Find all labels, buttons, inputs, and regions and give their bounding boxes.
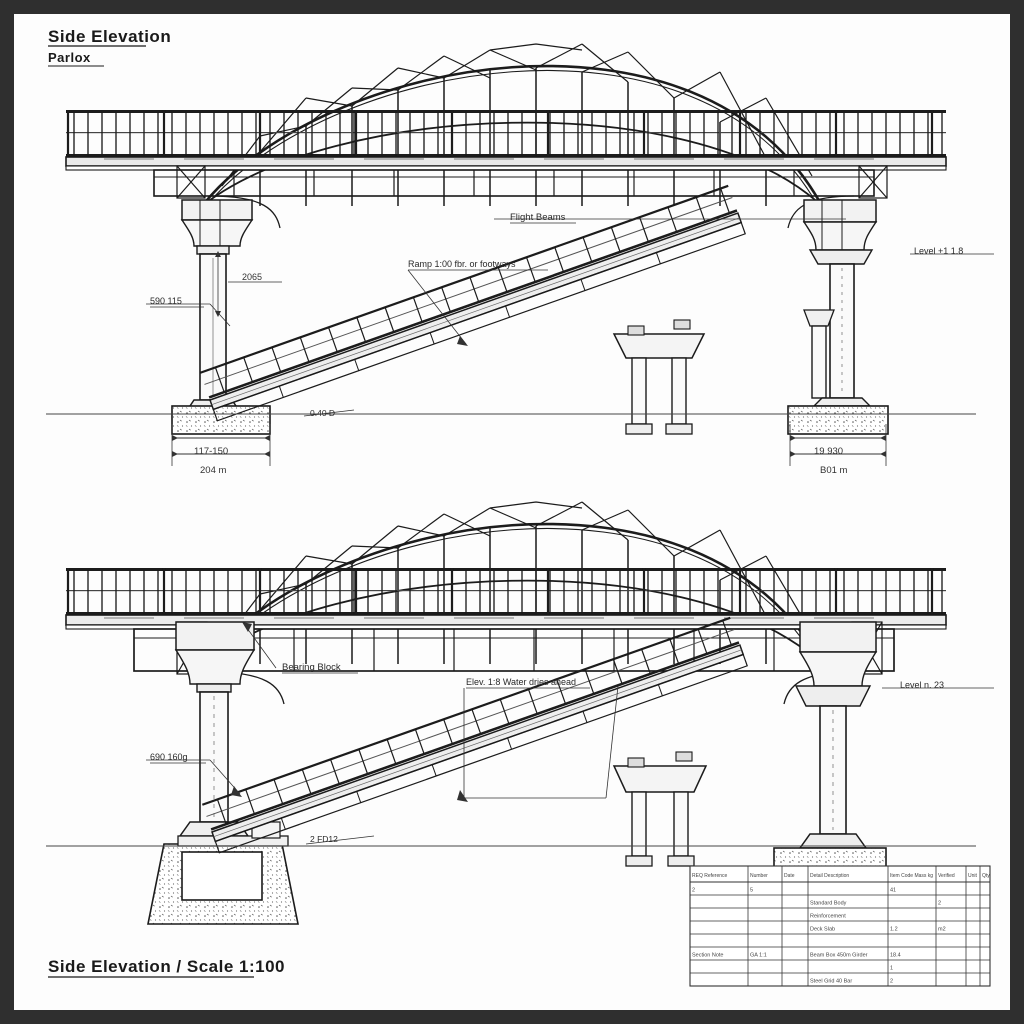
- title-block-header: Detail Description: [810, 873, 849, 879]
- lower-deck-railing: [64, 566, 948, 617]
- title-block-header: Unit: [968, 873, 978, 879]
- title-block-cell: Steel Grid 40 Bar: [810, 978, 852, 984]
- title-block-cell: 18.4: [890, 952, 901, 958]
- title-block-cell: 1.2: [890, 926, 898, 932]
- label-lower-right-level: Level n. 23: [900, 680, 944, 690]
- title-top: Side Elevation Parlox: [48, 27, 171, 67]
- label-upper-right-level: Level +1 1.8: [914, 246, 963, 256]
- label-bearing-block: Bearing Block: [282, 662, 341, 673]
- title-block-cell: Standard Body: [810, 900, 847, 906]
- upper-elevation: Flight Beams Ramp 1:00 fbr. or footways …: [46, 42, 994, 476]
- title-block-header: Date: [784, 873, 795, 879]
- title-top-line2: Parlox: [48, 50, 91, 65]
- upper-left-dimension: [171, 424, 271, 466]
- lower-ramp: [201, 616, 748, 867]
- label-lower-footing-note: 2 FD12: [310, 834, 338, 844]
- title-block-cell: Reinforcement: [810, 913, 846, 919]
- title-block-cell: 1: [890, 965, 893, 971]
- title-block-cell: m2: [938, 926, 946, 932]
- title-block-header: REQ Reference: [692, 873, 728, 879]
- lower-right-pier: [773, 621, 887, 877]
- title-block-header: Item Code Mass kg: [890, 873, 933, 879]
- label-upper-pier-left: 590 115: [150, 296, 182, 306]
- title-block-cell: GA 1:1: [750, 952, 767, 958]
- title-top-line1: Side Elevation: [48, 27, 171, 46]
- title-block-cell: 5: [750, 887, 753, 893]
- dim-upper-right-inner: 19 930: [814, 446, 843, 457]
- dim-upper-left-outer: 204 m: [200, 465, 226, 476]
- upper-deck-railing: [64, 108, 948, 159]
- title-block-cell: Deck Slab: [810, 926, 835, 932]
- dim-upper-left-inner: 117-150: [194, 446, 228, 457]
- label-flight-beams: Flight Beams: [510, 212, 566, 223]
- title-block[interactable]: REQ Reference Number Date Detail Descriptio…: [689, 865, 991, 987]
- upper-arch-truss: [200, 42, 824, 208]
- label-lower-deck-note: Elev. 1:8 Water dries ahead: [466, 677, 576, 687]
- lower-leaders: [146, 622, 994, 845]
- title-bottom-text: Side Elevation / Scale 1:100: [48, 957, 285, 976]
- elevation-drawing: Flight Beams Ramp 1:00 fbr. or footways …: [46, 27, 994, 987]
- title-bottom: Side Elevation / Scale 1:100: [48, 957, 285, 978]
- title-block-cell: 2: [692, 887, 695, 893]
- upper-right-dimension: [789, 424, 887, 466]
- label-ramp-note: Ramp 1:00 fbr. or footways: [408, 259, 516, 269]
- title-block-cell: 2: [890, 978, 893, 984]
- upper-ramp: [199, 184, 746, 435]
- upper-right-pier: [787, 199, 889, 435]
- label-upper-footing-note: 0.40 D: [310, 408, 335, 418]
- title-block-cell: 2: [938, 900, 941, 906]
- upper-column-dimension: [215, 251, 282, 317]
- label-column-dim: 2065: [242, 272, 262, 282]
- lower-ramp-bent: [612, 751, 708, 867]
- upper-ramp-bent: [612, 319, 706, 435]
- dim-upper-right-outer: B01 m: [820, 465, 848, 476]
- upper-leaders: [146, 218, 994, 417]
- label-lower-pier-left: 690 160g: [150, 752, 188, 762]
- title-block-cell: Beam Box 450m Girder: [810, 952, 868, 958]
- title-block-header: Verified: [938, 873, 955, 879]
- title-block-header: Qty: [982, 873, 990, 879]
- title-block-header: Number: [750, 873, 768, 879]
- title-block-cell: Section Note: [692, 952, 724, 958]
- upper-deck-slab: [65, 156, 947, 171]
- title-block-cell: 41: [890, 887, 896, 893]
- lower-elevation: Bearing Block Elev. 1:8 Water dries ahea…: [46, 500, 994, 925]
